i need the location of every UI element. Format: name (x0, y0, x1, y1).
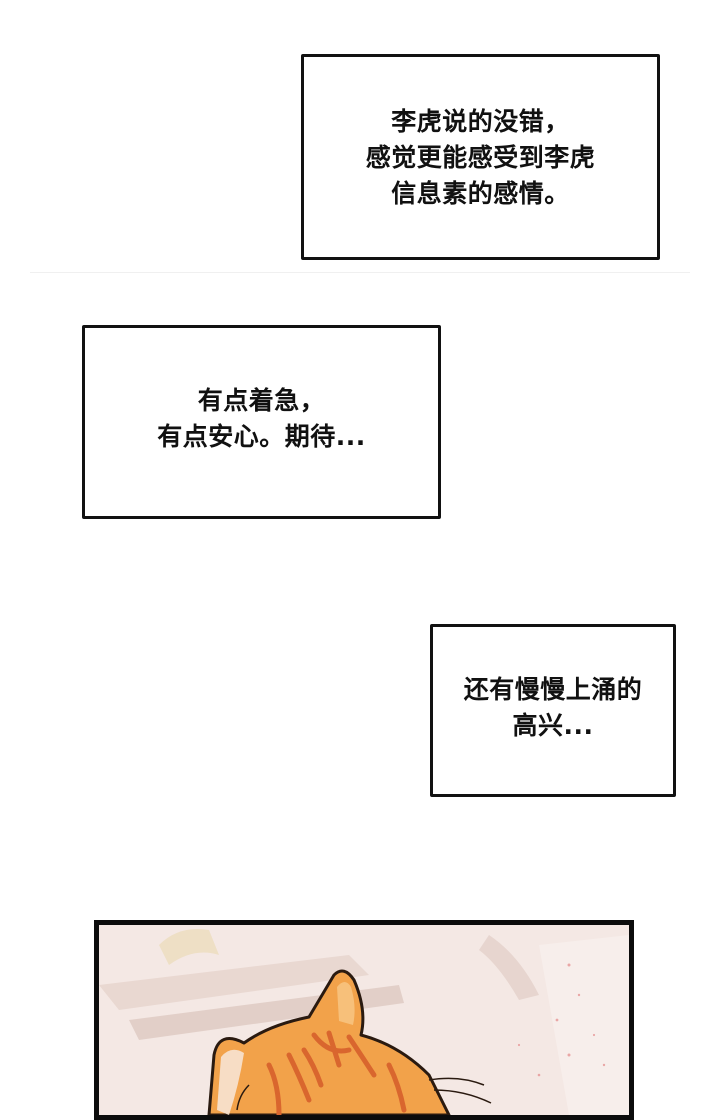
sparkle-dots (517, 963, 606, 1077)
cat-illustration (99, 925, 629, 1115)
caption-box-3: 还有慢慢上涌的 高兴... (430, 624, 676, 797)
comic-art-panel (94, 920, 634, 1120)
blurred-object (159, 929, 219, 965)
blurred-object (479, 935, 539, 1000)
blurred-shelf (99, 955, 369, 1010)
caption-text-2: 有点着急， 有点安心。期待... (157, 383, 366, 455)
cat-ear-inner (217, 1049, 244, 1115)
cat-ear-inner (337, 982, 355, 1025)
caption-line: 李虎说的没错， (391, 107, 570, 136)
caption-line: 信息素的感情。 (391, 179, 570, 208)
caption-line: 感觉更能感受到李虎 (365, 143, 596, 172)
caption-line: 高兴... (512, 710, 594, 740)
blurred-window (539, 935, 629, 1115)
panel-separator (30, 272, 690, 273)
caption-box-1: 李虎说的没错， 感觉更能感受到李虎 信息素的感情。 (301, 54, 660, 260)
caption-line: 有点着急， (197, 386, 326, 415)
caption-line: 还有慢慢上涌的 (463, 674, 643, 704)
caption-line: 有点安心。期待... (157, 422, 366, 451)
caption-text-1: 李虎说的没错， 感觉更能感受到李虎 信息素的感情。 (366, 104, 596, 212)
caption-box-2: 有点着急， 有点安心。期待... (82, 325, 441, 519)
cat-head (207, 969, 451, 1115)
caption-text-3: 还有慢慢上涌的 高兴... (464, 672, 643, 744)
